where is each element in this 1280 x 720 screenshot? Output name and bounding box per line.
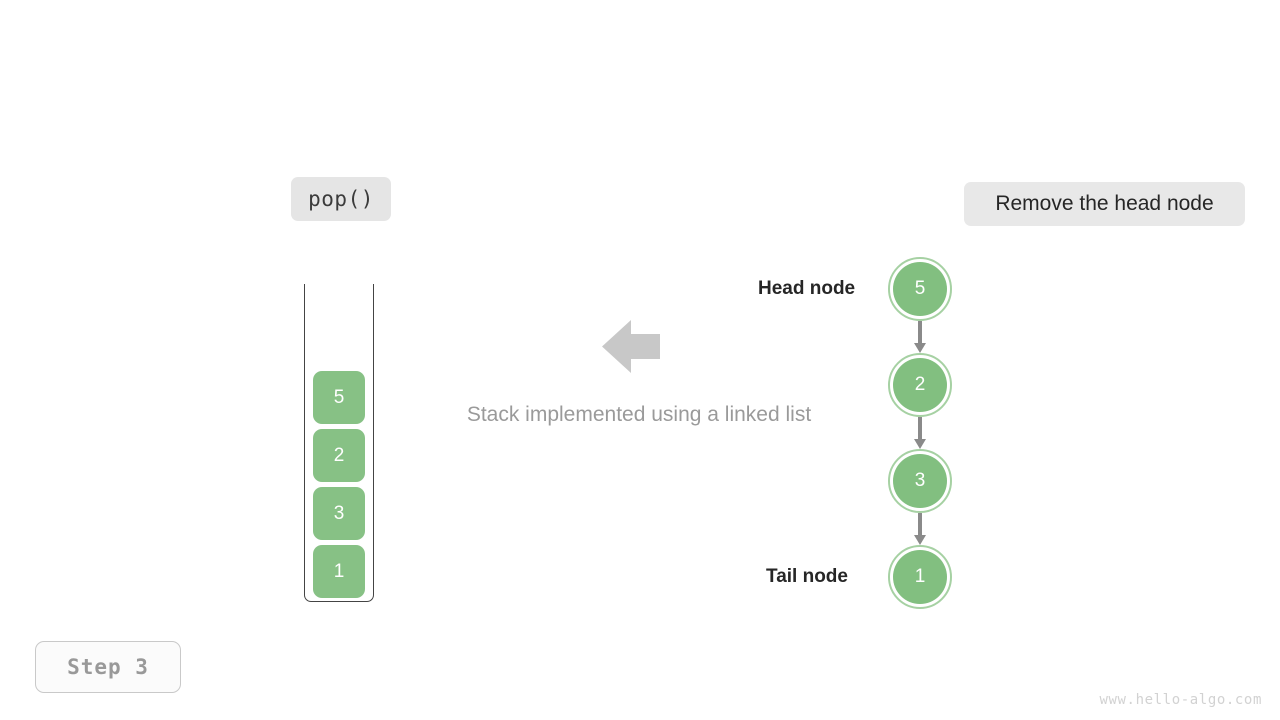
left-arrow-icon <box>602 320 660 373</box>
node-disc: 1 <box>893 550 947 604</box>
stack-cell-value: 5 <box>333 386 345 408</box>
operation-label: pop() <box>308 187 374 211</box>
description-chip: Remove the head node <box>964 182 1245 226</box>
stack-items: 5 2 3 1 <box>305 371 373 598</box>
stack-cell: 5 <box>313 371 365 424</box>
stack-cell-value: 2 <box>333 444 345 466</box>
stack-cell: 1 <box>313 545 365 598</box>
node-value: 3 <box>914 470 926 491</box>
head-node-label: Head node <box>758 278 856 299</box>
stack-cell: 2 <box>313 429 365 482</box>
list-node: 1 <box>888 545 952 609</box>
tail-node-label: Tail node <box>766 566 848 587</box>
node-value: 2 <box>914 374 926 395</box>
description-label: Remove the head node <box>995 192 1214 215</box>
stack-cell-value: 3 <box>333 502 345 524</box>
link-arrow-icon <box>914 513 926 545</box>
list-node: 5 <box>888 257 952 321</box>
node-disc: 3 <box>893 454 947 508</box>
step-label: Step 3 <box>67 655 149 679</box>
stack-cell: 3 <box>313 487 365 540</box>
caption-text: Stack implemented using a linked list <box>466 403 812 426</box>
node-value: 1 <box>914 566 926 587</box>
list-node: 3 <box>888 449 952 513</box>
left-arrow-svg <box>602 320 660 373</box>
caption: Stack implemented using a linked list <box>0 403 1280 427</box>
stack-cell-value: 1 <box>333 560 345 582</box>
node-disc: 2 <box>893 358 947 412</box>
node-value: 5 <box>914 278 926 299</box>
watermark: www.hello-algo.com <box>1099 692 1262 708</box>
node-disc: 5 <box>893 262 947 316</box>
stack-container: 5 2 3 1 <box>304 284 374 602</box>
list-node: 2 <box>888 353 952 417</box>
step-indicator: Step 3 <box>35 641 181 693</box>
link-arrow-icon <box>914 417 926 449</box>
operation-chip: pop() <box>291 177 391 221</box>
linked-list: 5 2 3 1 <box>888 257 952 609</box>
link-arrow-icon <box>914 321 926 353</box>
